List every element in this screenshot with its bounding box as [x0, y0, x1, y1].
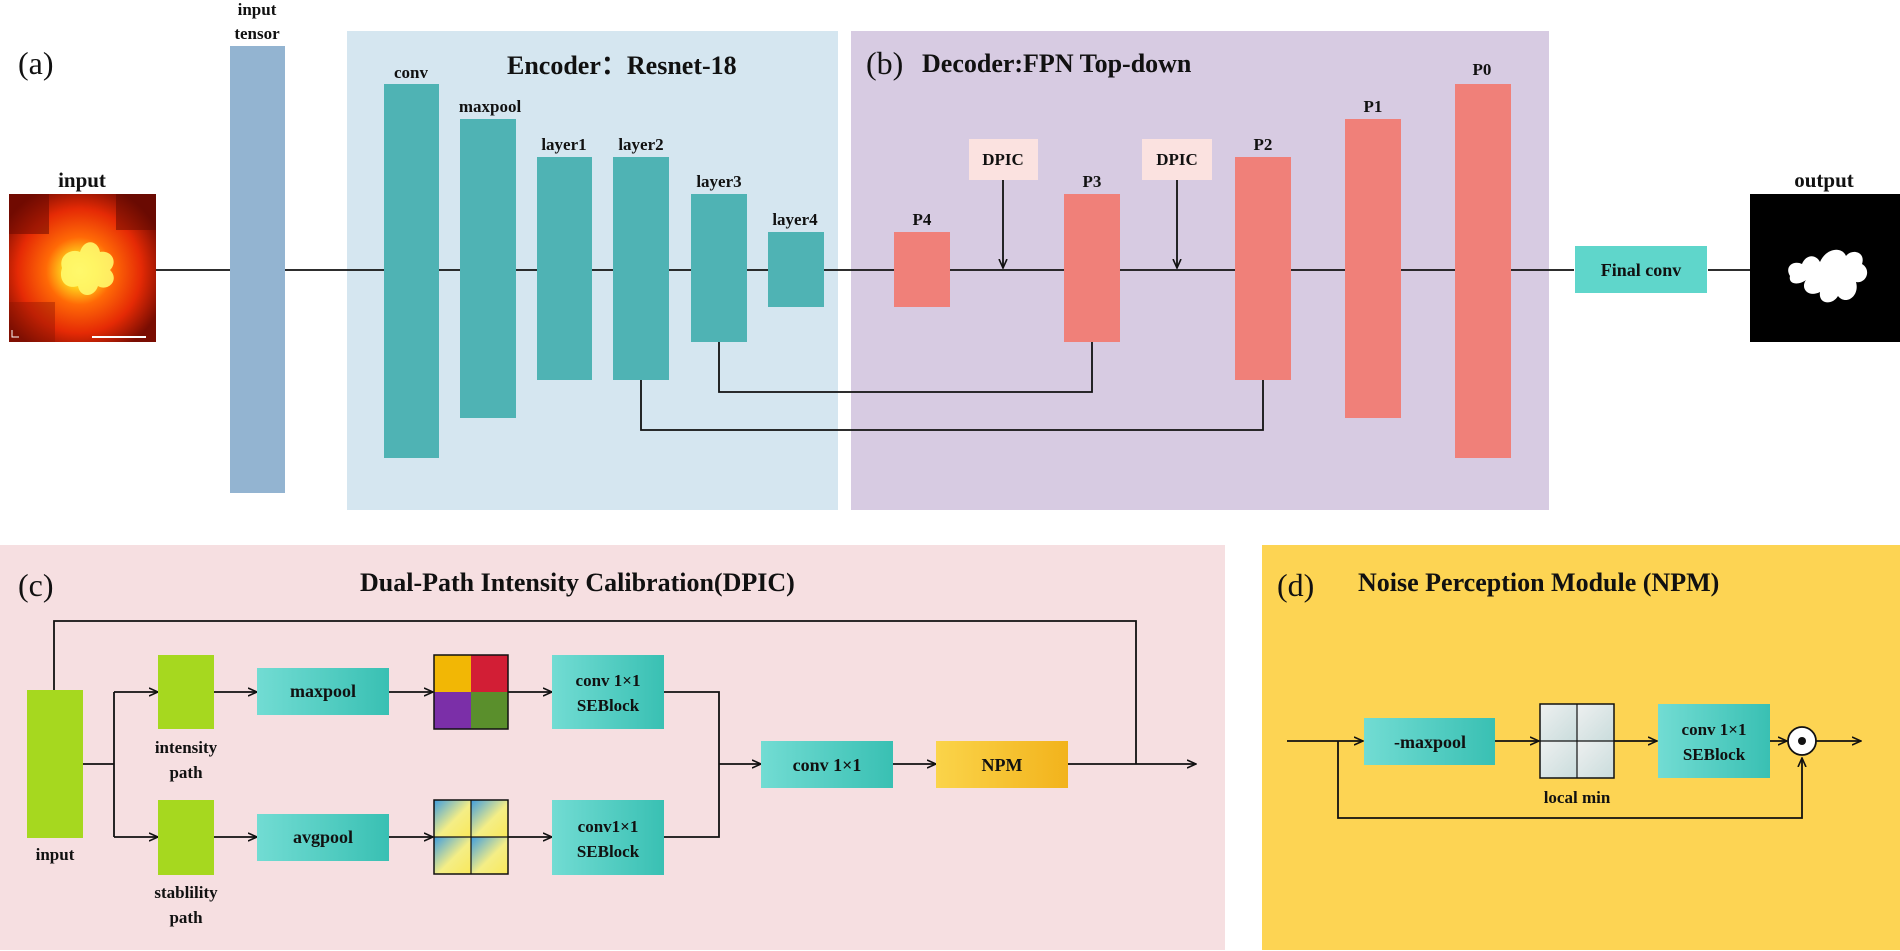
- decoder-p4-block: [894, 232, 950, 307]
- dpic-tag-1-box: [969, 139, 1038, 180]
- decoder-p4-label: P4: [913, 210, 932, 229]
- encoder-layer2-label: layer2: [618, 135, 663, 154]
- dpic-maxpool-label: maxpool: [290, 681, 356, 701]
- encoder-layer4-label: layer4: [772, 210, 818, 229]
- dpic-bypass-line: [53, 620, 1137, 764]
- dpic-tag-1: DPIC: [969, 139, 1038, 268]
- stability-path-block: [158, 800, 214, 875]
- encoder-conv: conv: [384, 63, 439, 458]
- decoder-p2-block: [1235, 157, 1291, 380]
- local-min-label: local min: [1544, 788, 1611, 807]
- intensity-path-label-1: intensity: [155, 738, 218, 757]
- final-conv-label: Final conv: [1601, 260, 1682, 280]
- dpic-avgpool-label: avgpool: [293, 827, 353, 847]
- encoder-layer1-label: layer1: [541, 135, 586, 154]
- dpic-tag-2-label: DPIC: [1156, 150, 1198, 169]
- encoder-layer4: layer4: [768, 210, 824, 307]
- decoder-p0-block: [1455, 84, 1511, 458]
- decoder-p3-block: [1064, 194, 1120, 342]
- dpic-npm-label: NPM: [982, 755, 1023, 775]
- se-top-box: [552, 655, 664, 729]
- npm-se-label-1: conv 1×1: [1682, 720, 1747, 739]
- panel-d-tag: (d): [1277, 567, 1314, 603]
- output-mask-image: [1750, 194, 1900, 342]
- stability-path-label-1: stablility: [154, 883, 218, 902]
- se-bottom-box: [552, 800, 664, 875]
- npm-title: Noise Perception Module (NPM): [1358, 568, 1719, 597]
- final-conv-box: [1575, 246, 1707, 293]
- intensity-path-block: [158, 655, 214, 729]
- encoder-layer3-block: [691, 194, 747, 342]
- encoder-layer3: layer3: [691, 172, 747, 342]
- se-top-label-1: conv 1×1: [576, 671, 641, 690]
- encoder-layer3-label: layer3: [696, 172, 741, 191]
- encoder-layer1: layer1: [537, 135, 592, 380]
- panel-a-tag: (a): [18, 45, 54, 81]
- output-label: output: [1794, 168, 1854, 192]
- avgpool-gradient-grid: [433, 799, 509, 875]
- encoder-conv-block: [384, 84, 439, 458]
- encoder-title: Encoder：Resnet-18: [507, 51, 737, 80]
- encoder-layer1-block: [537, 157, 592, 380]
- decoder-p1-label: P1: [1364, 97, 1383, 116]
- dpic-tag-2: DPIC: [1142, 139, 1212, 268]
- decoder-p1: P1: [1345, 97, 1401, 418]
- decoder-p1-block: [1345, 119, 1401, 418]
- decoder-p2: P2: [1235, 135, 1291, 380]
- decoder-p4: P4: [894, 210, 950, 307]
- intensity-path-label-2: path: [169, 763, 203, 782]
- encoder-maxpool-block: [460, 119, 516, 418]
- input-tensor-label-1: input: [238, 0, 277, 19]
- dpic-conv11-label: conv 1×1: [793, 755, 862, 775]
- dpic-tag-2-box: [1142, 139, 1212, 180]
- dpic-title: Dual-Path Intensity Calibration(DPIC): [360, 568, 795, 597]
- decoder-title: Decoder:FPN Top-down: [922, 49, 1192, 78]
- maxpool-color-grid: [433, 654, 509, 730]
- npm-bypass-line: [1337, 741, 1802, 819]
- dpic-input-block: [27, 690, 83, 838]
- encoder-layer2-block: [613, 157, 669, 380]
- encoder-maxpool-label: maxpool: [459, 97, 522, 116]
- se-bottom-label-2: SEBlock: [577, 842, 640, 861]
- se-top-label-2: SEBlock: [577, 696, 640, 715]
- npm-neg-maxpool-box: [1364, 718, 1495, 765]
- decoder-p0: P0: [1455, 60, 1511, 458]
- stability-path-label-2: path: [169, 908, 203, 927]
- skip-layer3-p3: [718, 342, 1093, 393]
- encoder-maxpool: maxpool: [459, 97, 522, 418]
- se-bottom-label-1: conv1×1: [578, 817, 639, 836]
- encoder-layer4-block: [768, 232, 824, 307]
- input-label: input: [58, 168, 106, 192]
- input-heatmap-image: [9, 194, 156, 342]
- skip-layer2-p2: [640, 380, 1264, 431]
- dpic-avgpool-box: [257, 814, 389, 861]
- elementwise-multiply-icon: [1787, 726, 1817, 756]
- decoder-p0-label: P0: [1473, 60, 1492, 79]
- dpic-tag-1-label: DPIC: [982, 150, 1024, 169]
- input-tensor-block: [230, 46, 285, 493]
- panel-c-tag: (c): [18, 567, 54, 603]
- encoder-conv-label: conv: [394, 63, 429, 82]
- decoder-p3: P3: [1064, 172, 1120, 342]
- dpic-conv11-box: [761, 741, 893, 788]
- panel-b-tag: (b): [866, 45, 903, 81]
- local-min-grid: [1539, 703, 1615, 779]
- encoder-layer2: layer2: [613, 135, 669, 380]
- decoder-p2-label: P2: [1254, 135, 1273, 154]
- dpic-maxpool-box: [257, 668, 389, 715]
- npm-se-label-2: SEBlock: [1683, 745, 1746, 764]
- npm-se-box: [1658, 704, 1770, 778]
- input-tensor-label-2: tensor: [234, 24, 280, 43]
- npm-neg-maxpool-label: -maxpool: [1394, 732, 1466, 752]
- dpic-input-label: input: [36, 845, 75, 864]
- dpic-npm-box: [936, 741, 1068, 788]
- decoder-p3-label: P3: [1083, 172, 1102, 191]
